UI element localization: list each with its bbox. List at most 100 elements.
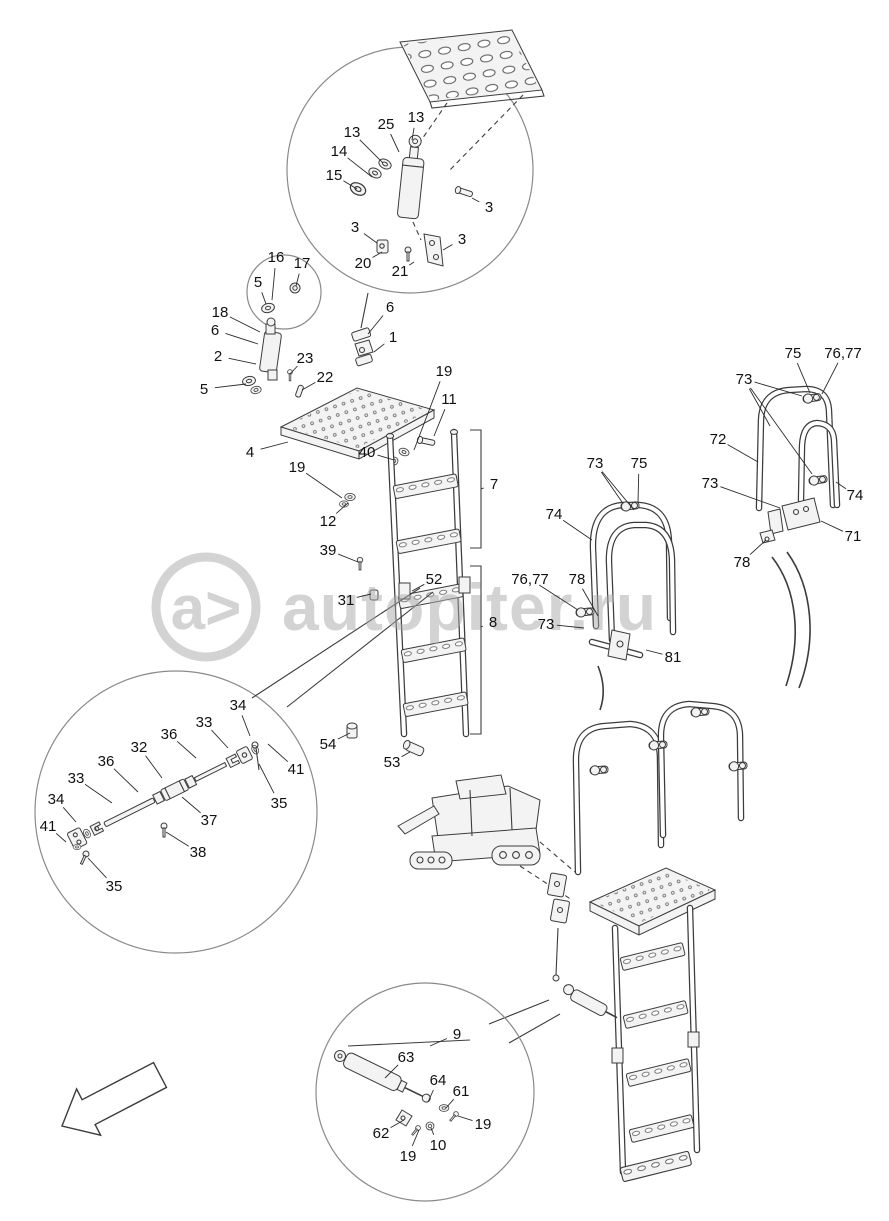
leader-line bbox=[821, 362, 839, 395]
callout-64: 64 bbox=[430, 1072, 447, 1089]
callout-52: 52 bbox=[426, 571, 443, 588]
callout-35: 35 bbox=[271, 795, 288, 812]
washer bbox=[347, 179, 369, 199]
callout-11: 11 bbox=[441, 391, 457, 408]
callout-5: 5 bbox=[254, 274, 262, 291]
callout-76-77: 76,77 bbox=[824, 345, 862, 362]
linkage-assembly bbox=[67, 743, 261, 850]
platform-step bbox=[279, 387, 436, 460]
callout-73: 73 bbox=[587, 455, 604, 472]
machine bbox=[397, 774, 576, 901]
callout-78: 78 bbox=[569, 571, 586, 588]
callout-36: 36 bbox=[98, 753, 115, 770]
callout-9: 9 bbox=[453, 1026, 461, 1043]
leader-line bbox=[433, 409, 446, 437]
watermark-logo-circle bbox=[151, 552, 261, 662]
leader-line bbox=[538, 584, 579, 611]
leader-line bbox=[367, 315, 384, 335]
callout-73: 73 bbox=[702, 475, 719, 492]
callout-17: 17 bbox=[294, 255, 311, 272]
callout-12: 12 bbox=[320, 513, 337, 530]
watermark-site-text: autopiter.ru bbox=[282, 570, 657, 644]
leader-line bbox=[754, 381, 803, 397]
plug bbox=[402, 739, 425, 757]
leader-line bbox=[480, 625, 483, 628]
callout-18: 18 bbox=[212, 304, 229, 321]
ladder-strut bbox=[563, 984, 618, 1019]
callout-21: 21 bbox=[392, 263, 409, 280]
callout-34: 34 bbox=[48, 791, 65, 808]
leader-line bbox=[356, 593, 372, 598]
leader-line bbox=[335, 502, 349, 514]
leader-line bbox=[600, 471, 623, 503]
washer bbox=[366, 165, 384, 181]
leader-line bbox=[411, 583, 425, 592]
callout-3: 3 bbox=[458, 231, 466, 248]
callout-33: 33 bbox=[196, 714, 213, 731]
leader-line bbox=[471, 197, 480, 203]
callout-34: 34 bbox=[230, 697, 247, 714]
callout-15: 15 bbox=[326, 167, 343, 184]
callout-19: 19 bbox=[436, 363, 453, 380]
leader-line bbox=[409, 261, 415, 266]
leader-line bbox=[835, 481, 847, 490]
leader-line bbox=[241, 715, 251, 737]
leader-line bbox=[430, 1127, 435, 1135]
callout-6: 6 bbox=[386, 299, 394, 316]
callout-71: 71 bbox=[845, 528, 862, 545]
callout-40: 40 bbox=[359, 444, 376, 461]
callout-75: 75 bbox=[785, 345, 802, 362]
leader-line bbox=[562, 519, 593, 541]
callout-5: 5 bbox=[200, 381, 208, 398]
callout-10: 10 bbox=[430, 1137, 447, 1154]
callout-33: 33 bbox=[68, 770, 85, 787]
gas-strut bbox=[397, 134, 425, 220]
leader-line bbox=[337, 732, 351, 740]
leader-line bbox=[637, 473, 640, 504]
leader-line bbox=[480, 487, 484, 490]
callout-19: 19 bbox=[289, 459, 306, 476]
hinge-assembly bbox=[241, 317, 304, 398]
direction-arrow bbox=[61, 1061, 168, 1137]
leader-line bbox=[176, 740, 197, 759]
leader-line bbox=[305, 472, 343, 499]
leader-line bbox=[601, 471, 635, 511]
leader-line bbox=[62, 807, 77, 823]
handrail-middle bbox=[575, 499, 673, 711]
leader-line bbox=[401, 751, 411, 758]
callout-62: 62 bbox=[373, 1125, 390, 1142]
callout-2: 2 bbox=[214, 348, 222, 365]
leader-line bbox=[181, 796, 201, 814]
callout-20: 20 bbox=[355, 255, 372, 272]
tread-corner bbox=[399, 29, 545, 109]
leader-line bbox=[442, 244, 453, 251]
leader-line bbox=[645, 649, 663, 655]
leader-line bbox=[225, 332, 259, 345]
callout-6: 6 bbox=[211, 322, 219, 339]
leader-line bbox=[750, 387, 813, 475]
callout-13: 13 bbox=[344, 124, 361, 141]
leader-line bbox=[113, 768, 139, 793]
leader-line bbox=[457, 1115, 473, 1122]
pin bbox=[453, 185, 474, 199]
callout-61: 61 bbox=[453, 1083, 470, 1100]
callout-35: 35 bbox=[106, 878, 123, 895]
callout-32: 32 bbox=[131, 739, 148, 756]
callout-31: 31 bbox=[338, 592, 355, 609]
callout-74: 74 bbox=[546, 506, 563, 523]
ladder-upper bbox=[339, 430, 482, 757]
leader-line bbox=[363, 233, 378, 244]
leader-line bbox=[145, 755, 163, 779]
leader-line bbox=[343, 180, 358, 190]
leader-line bbox=[229, 316, 261, 333]
leader-line bbox=[289, 365, 298, 375]
callout-16: 16 bbox=[268, 249, 285, 266]
small-gas-strut bbox=[334, 1050, 431, 1103]
plug bbox=[346, 722, 358, 739]
leader-line bbox=[720, 486, 781, 509]
detail-circle-strut-small bbox=[315, 982, 535, 1202]
leader-line bbox=[214, 383, 247, 389]
handrail-upper-right bbox=[759, 389, 837, 689]
